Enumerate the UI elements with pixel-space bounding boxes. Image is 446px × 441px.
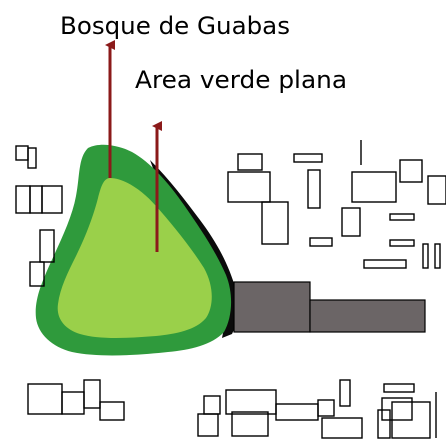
building-outline: [309, 237, 333, 247]
building-outline: [399, 159, 423, 183]
building-outline: [389, 239, 415, 247]
building-outline: [227, 171, 271, 203]
building-outline: [422, 243, 429, 269]
building-outline: [351, 171, 397, 203]
building-outline: [363, 259, 407, 269]
building-outline: [61, 391, 85, 415]
building-outline: [434, 243, 441, 269]
flat-green-label: Area verde plana: [135, 66, 347, 94]
left-building-outlines: [15, 145, 63, 287]
forest-label: Bosque de Guabas: [60, 12, 290, 40]
building-outline: [317, 399, 335, 417]
building-outline: [203, 395, 221, 415]
building-outline: [15, 185, 31, 214]
building-outline: [39, 229, 55, 263]
building-outline: [275, 403, 319, 421]
building-outline: [261, 201, 289, 245]
building-outline: [427, 175, 446, 205]
building-outline: [225, 389, 277, 415]
building-outline: [293, 153, 323, 163]
building-outline: [377, 409, 391, 439]
building-outline: [83, 379, 101, 409]
building-outline: [29, 261, 45, 287]
building-outline: [381, 397, 413, 421]
building-outline: [99, 401, 125, 421]
building-outline: [197, 413, 219, 437]
building-outline: [29, 185, 43, 214]
building-tall: [233, 281, 311, 333]
building-outline: [307, 169, 321, 209]
bottom-building-outlines: [27, 379, 437, 439]
building-long: [309, 299, 426, 333]
flat-green-area: [57, 178, 212, 338]
right-building-outlines: [227, 140, 446, 269]
building-outline: [41, 185, 63, 214]
building-outline: [389, 213, 415, 221]
building-outline: [321, 417, 363, 439]
building-outline: [27, 147, 37, 169]
building-outline: [231, 411, 269, 437]
building-outline: [391, 401, 431, 439]
building-outline: [339, 379, 351, 407]
building-outline: [341, 207, 361, 237]
building-outline: [15, 145, 29, 161]
building-outline: [383, 383, 415, 393]
building-outline: [27, 383, 63, 415]
building-outline: [237, 153, 263, 171]
